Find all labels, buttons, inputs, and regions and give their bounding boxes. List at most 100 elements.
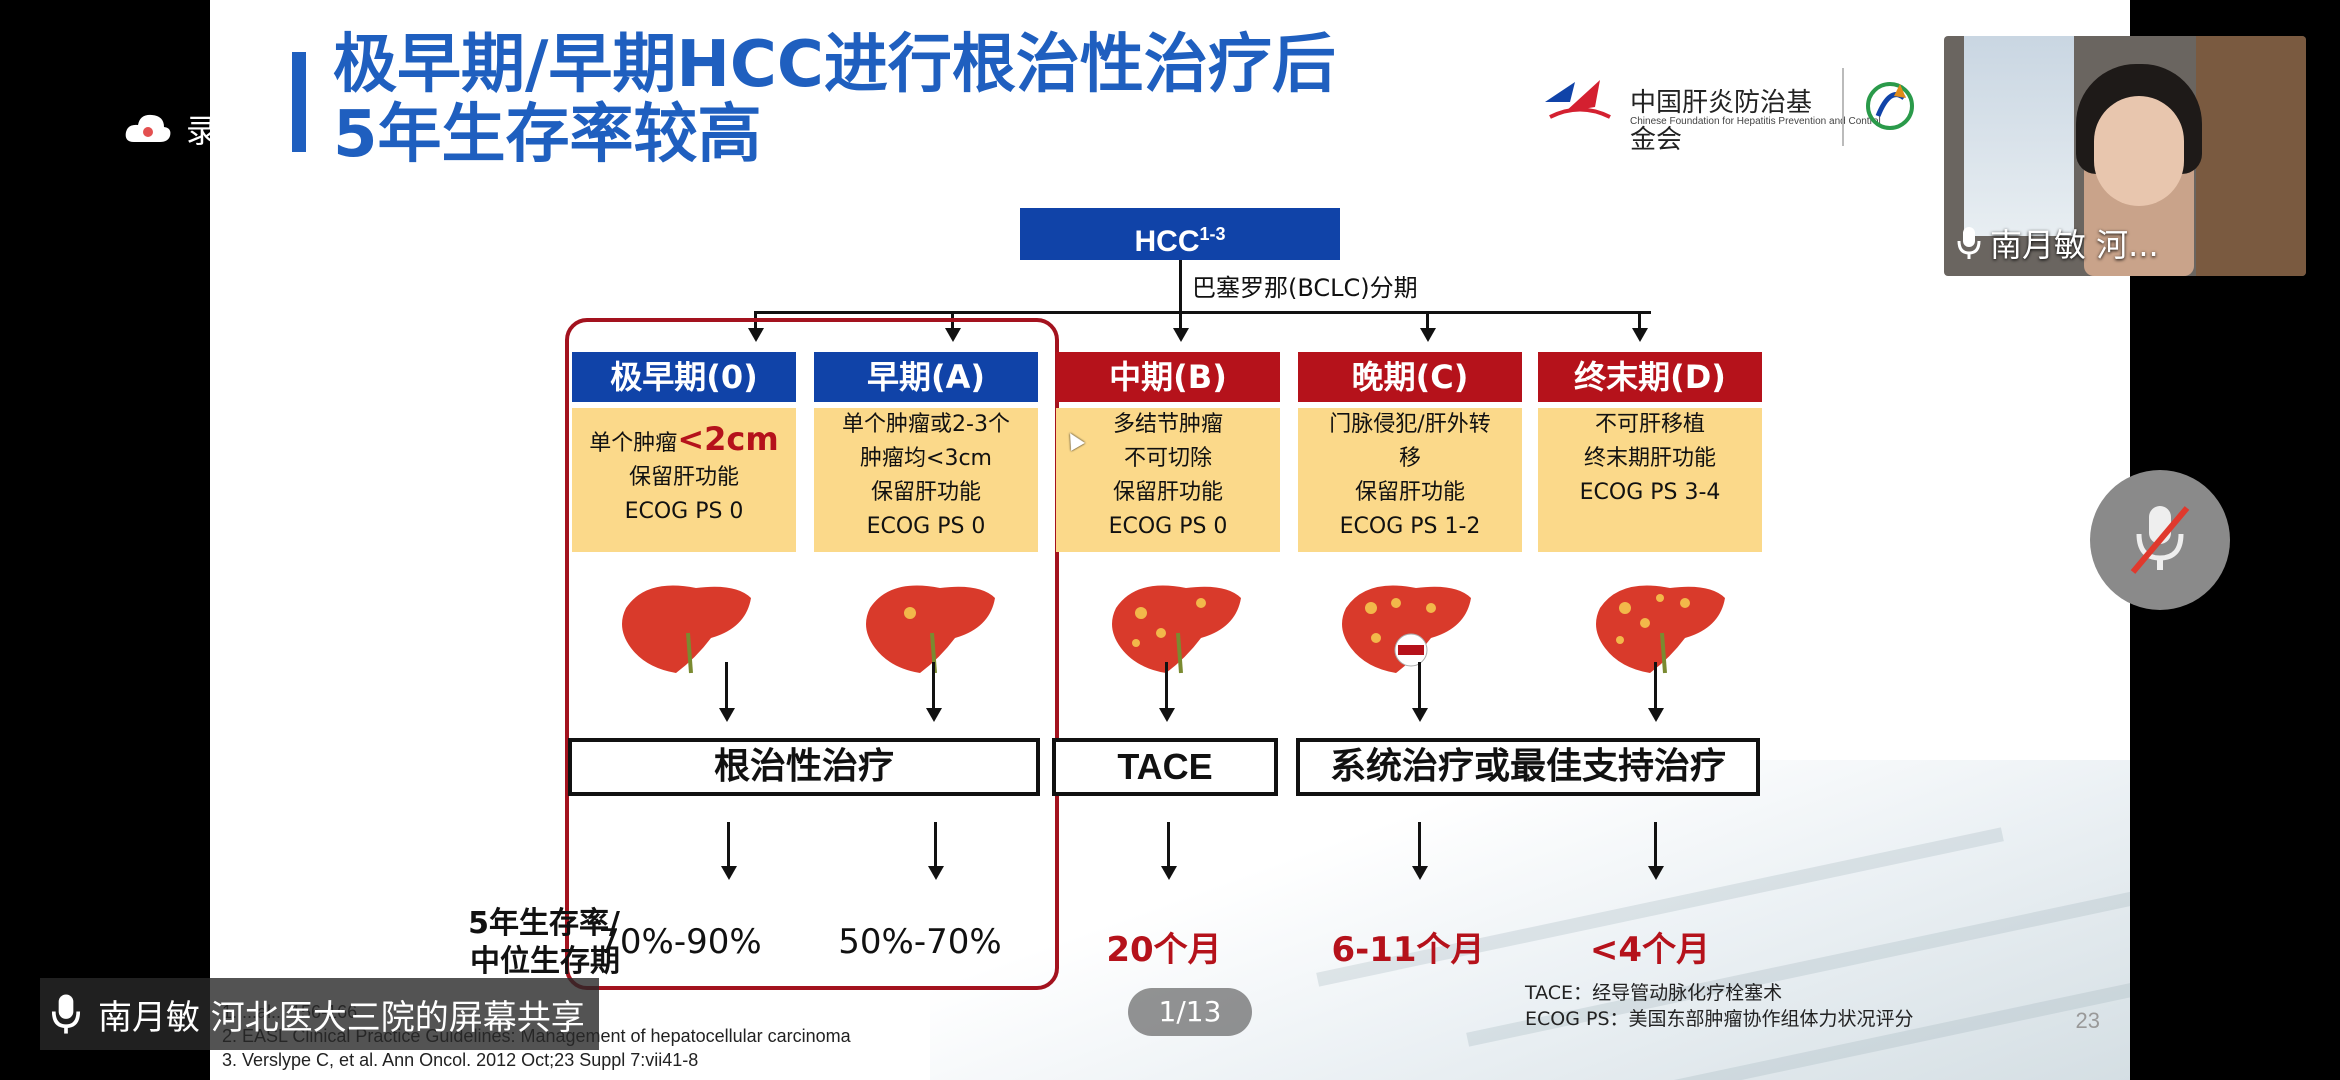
bclc-staging-label: 巴塞罗那(BCLC)分期: [1192, 274, 1418, 302]
tree-connector: [1426, 311, 1429, 331]
arrow-down-icon: [1648, 866, 1664, 880]
liver-terminal-icon: [1596, 585, 1725, 674]
arrow-down-icon: [1161, 866, 1177, 880]
title-accent-bar: [292, 52, 306, 152]
logo-divider: [1842, 68, 1844, 146]
stage-0-size-highlight: <2cm: [677, 420, 779, 458]
arrow-down-icon: [1412, 866, 1428, 880]
stage-header-0: 极早期(0): [572, 352, 796, 402]
mute-toggle-button[interactable]: [2090, 470, 2230, 610]
tree-connector: [1638, 311, 1641, 331]
stage-b-line-1: 多结节肿瘤: [1112, 412, 1223, 437]
tree-horizontal-connector: [754, 311, 1651, 314]
arrow-down-icon: [926, 708, 942, 722]
survival-label: 5年生存率/ 中位生存期: [330, 905, 620, 981]
survival-label-line-2: 中位生存期: [470, 944, 620, 979]
stage-b-line-4: ECOG PS 0: [1108, 514, 1228, 539]
recording-label: 录制中: [186, 112, 283, 150]
recording-indicator[interactable]: 录制中: [124, 106, 282, 152]
flow-arrow: [932, 662, 935, 714]
flow-arrow: [1654, 662, 1657, 714]
stage-c-line-3: 保留肝功能: [1354, 480, 1465, 505]
arrow-down-icon: [1412, 708, 1428, 722]
microphone-icon: [1957, 227, 1981, 259]
arrow-down-icon: [1173, 328, 1189, 342]
foundation-logo: 中国肝炎防治基金会 Chinese Foundation for Hepatit…: [1540, 72, 1881, 155]
stage-header-b: 中期(B): [1056, 352, 1280, 402]
survival-value-b: 20个月: [1106, 930, 1222, 970]
stage-0-line-3: ECOG PS 0: [624, 499, 744, 524]
arrow-down-icon: [719, 708, 735, 722]
liver-portal-invasion-icon: [1342, 585, 1471, 673]
stage-header-a: 早期(A): [814, 352, 1038, 402]
flow-arrow: [1418, 822, 1421, 872]
screen-share-label: 南月敏 河北医大三院的屏幕共享: [98, 997, 585, 1038]
flow-arrow: [1418, 662, 1421, 714]
survival-value-d: <4个月: [1589, 930, 1711, 970]
treatment-tace: TACE: [1052, 738, 1278, 796]
liver-multinodular-icon: [1112, 585, 1241, 674]
stage-header-c: 晚期(C): [1298, 352, 1522, 402]
tree-connector: [1179, 260, 1182, 312]
arrow-down-icon: [721, 866, 737, 880]
stage-0-line-1: 单个肿瘤<2cm: [572, 422, 796, 461]
curative-stages-frame: [565, 318, 1059, 990]
logo-chinese-name: 中国肝炎防治基金会: [1630, 88, 1813, 155]
arrow-down-icon: [748, 328, 764, 342]
stage-0-tumor-text: 单个肿瘤: [589, 431, 678, 456]
slide-title: 极早期/早期HCC进行根治性治疗后 5年生存率较高: [333, 30, 1336, 170]
stage-header-d: 终末期(D): [1538, 352, 1762, 402]
stage-b-line-3: 保留肝功能: [1112, 480, 1223, 505]
flow-arrow: [727, 822, 730, 872]
presentation-slide: 极早期/早期HCC进行根治性治疗后 5年生存率较高 中国肝炎防治基金会 Chin…: [210, 0, 2130, 1080]
arrow-down-icon: [945, 328, 961, 342]
title-line-2: 5年生存率较高: [333, 98, 762, 172]
stage-c-line-4: ECOG PS 1-2: [1339, 514, 1481, 539]
participant-video-tile[interactable]: 南月敏 河...: [1944, 36, 2306, 276]
liver-small-tumor-icon: [866, 585, 995, 674]
survival-value-0: 70%-90%: [598, 922, 762, 962]
stage-detail-d: 不可肝移植 终末期肝功能 ECOG PS 3-4: [1538, 408, 1762, 552]
logo-english-name: Chinese Foundation for Hepatitis Prevent…: [1630, 116, 1881, 127]
abbreviation-notes: TACE：经导管动脉化疗栓塞术 ECOG PS：美国东部肿瘤协作组体力状况评分: [1525, 980, 1914, 1032]
survival-value-a: 50%-70%: [838, 922, 1002, 962]
background-decoration: [930, 760, 2130, 1080]
microphone-muted-icon: [2130, 506, 2190, 574]
hcc-label: HCC: [1134, 225, 1200, 258]
stage-c-line-1: 门脉侵犯/肝外转: [1329, 412, 1491, 437]
arrow-down-icon: [1420, 328, 1436, 342]
foundation-emblem-icon: [1545, 80, 1611, 119]
flow-arrow: [725, 662, 728, 714]
stage-detail-a: 单个肿瘤或2-3个 肿瘤均<3cm 保留肝功能 ECOG PS 0: [814, 408, 1038, 552]
stage-detail-b: 多结节肿瘤 不可切除 保留肝功能 ECOG PS 0: [1056, 408, 1280, 552]
video-background-shelf: [2196, 36, 2306, 276]
hcc-reference: 1-3: [1199, 224, 1226, 244]
treatment-curative: 根治性治疗: [568, 738, 1040, 796]
participant-face: [2094, 96, 2184, 206]
flow-arrow: [1165, 662, 1168, 714]
abbr-ecog: ECOG PS：美国东部肿瘤协作组体力状况评分: [1525, 1008, 1914, 1030]
screen-share-banner: 南月敏 河北医大三院的屏幕共享: [40, 978, 599, 1050]
survival-value-c: 6-11个月: [1331, 930, 1485, 970]
title-line-1: 极早期/早期HCC进行根治性治疗后: [333, 28, 1336, 102]
slide-page-number: 23: [2075, 1008, 2100, 1033]
flow-arrow: [1167, 822, 1170, 872]
participant-name-tag: 南月敏 河...: [1956, 220, 2159, 266]
reference-3: 3. Verslype C, et al. Ann Oncol. 2012 Oc…: [222, 1050, 699, 1070]
arrow-down-icon: [1159, 708, 1175, 722]
society-logo-icon: [1866, 82, 1914, 130]
abbr-tace: TACE：经导管动脉化疗栓塞术: [1525, 982, 1783, 1004]
stage-detail-0: 单个肿瘤<2cm 保留肝功能 ECOG PS 0: [572, 408, 796, 552]
stage-0-line-2: 保留肝功能: [628, 465, 739, 490]
arrow-down-icon: [1632, 328, 1648, 342]
tree-connector: [1179, 311, 1182, 331]
cloud-record-icon: [125, 114, 171, 142]
stage-d-line-1: 不可肝移植: [1594, 412, 1705, 437]
flow-arrow: [934, 822, 937, 872]
stage-b-line-2: 不可切除: [1123, 446, 1212, 471]
hcc-root-box: HCC1-3: [1020, 208, 1340, 260]
stage-a-line-4: ECOG PS 0: [866, 514, 986, 539]
treatment-systemic: 系统治疗或最佳支持治疗: [1296, 738, 1760, 796]
microphone-icon: [51, 994, 81, 1034]
slide-pager[interactable]: 1/13: [1128, 988, 1252, 1036]
